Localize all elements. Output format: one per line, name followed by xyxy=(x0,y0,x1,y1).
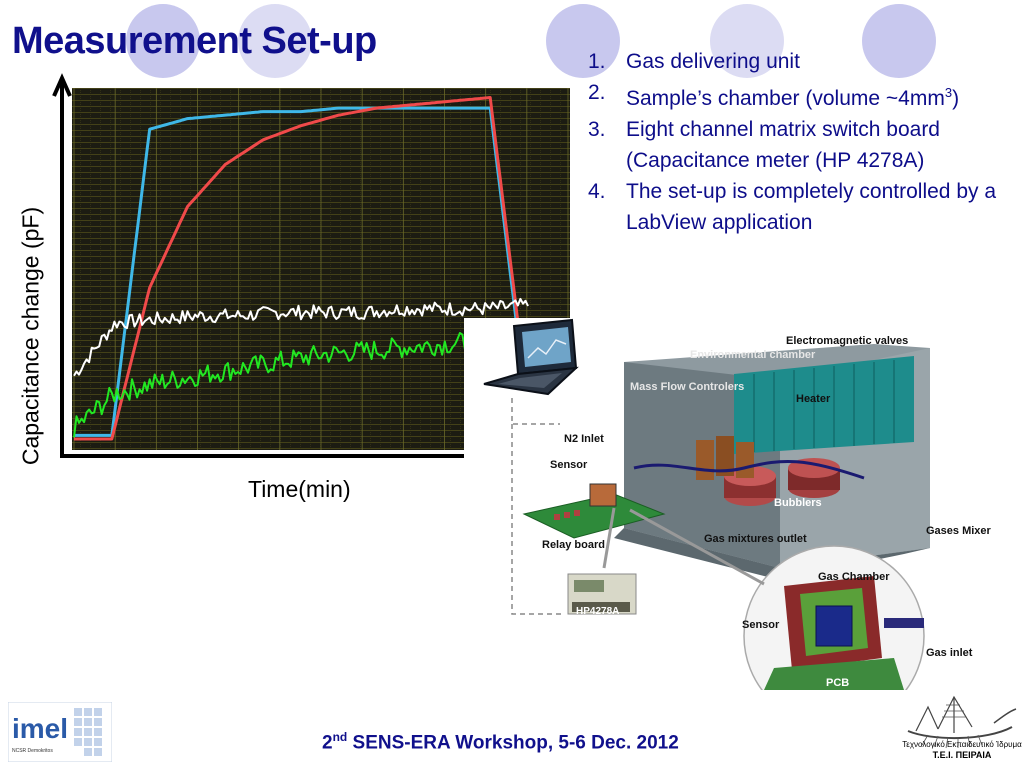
teipir-caption: Τεχνολογικό Εκπαιδευτικό Ίδρυμα Τ.Ε.Ι. Π… xyxy=(900,740,1024,760)
label-pcb: PCB xyxy=(826,677,849,689)
list-item: 2.Sample’s chamber (volume ~4mm3) xyxy=(588,81,960,110)
gas-chamber-detail xyxy=(743,545,925,690)
decor-circle xyxy=(862,4,936,78)
imel-logo: imel NCSR Demokritos xyxy=(8,702,112,762)
label-gas-outlet: Gas mixtures outlet xyxy=(704,533,807,545)
setup-diagram: Environmental chamber Electromagnetic va… xyxy=(464,318,1024,690)
teipir-caption-line2: Τ.Ε.Ι. ΠΕΙΡΑΙΑ xyxy=(932,750,992,760)
slide-title: Measurement Set-up xyxy=(12,20,377,62)
series-line xyxy=(73,328,529,438)
label-heater: Heater xyxy=(796,393,831,405)
teipir-logo xyxy=(907,695,1017,749)
label-gas-inlet: Gas inlet xyxy=(926,647,973,659)
label-bubblers: Bubblers xyxy=(774,497,822,509)
list-item: 1.Gas delivering unit xyxy=(588,50,800,73)
laptop-icon xyxy=(483,318,579,396)
label-em-valves: Electromagnetic valves xyxy=(786,335,908,347)
environmental-chamber xyxy=(614,344,930,580)
label-mass-flow: Mass Flow Controlers xyxy=(630,381,744,393)
decor-circle xyxy=(546,4,620,78)
y-axis-arrow xyxy=(52,73,72,97)
list-item: 4.The set-up is completely controlled by… xyxy=(588,180,997,234)
label-relay-board: Relay board xyxy=(542,539,605,551)
label-env-chamber: Environmental chamber xyxy=(690,349,816,361)
label-n2-inlet: N2 Inlet xyxy=(564,433,604,445)
series-line xyxy=(74,96,530,441)
footer-event: SENS-ERA Workshop, 5-6 Dec. 2012 xyxy=(347,732,679,754)
decor-circle xyxy=(126,4,200,78)
footer-ordinal-sup: nd xyxy=(332,730,348,744)
series-layer xyxy=(73,96,530,441)
decor-circle xyxy=(710,4,784,78)
series-line xyxy=(74,106,530,437)
label-gas-chamber: Gas Chamber xyxy=(818,571,890,583)
footer-text: 2nd SENS-ERA Workshop, 5-6 Dec. 2012 xyxy=(322,730,679,754)
teipir-caption-line1: Τεχνολογικό Εκπαιδευτικό Ίδρυμα xyxy=(902,740,1022,749)
hp-meter xyxy=(567,573,637,615)
relay-board xyxy=(522,483,666,539)
label-gases-mixer: Gases Mixer xyxy=(926,525,992,537)
decor-circle xyxy=(238,4,312,78)
imel-logo-text: imel xyxy=(12,713,68,744)
series-line xyxy=(73,297,529,377)
label-sensor: Sensor xyxy=(550,459,588,471)
setup-list: 1.Gas delivering unit 2.Sample’s chamber… xyxy=(588,46,1018,238)
label-sensor-2: Sensor xyxy=(742,619,780,631)
footer-ordinal: 2 xyxy=(322,732,333,754)
x-axis-label: Time(min) xyxy=(248,476,351,502)
label-hp: HP4278A xyxy=(576,606,619,617)
list-item: 3.Eight channel matrix switch board (Cap… xyxy=(588,118,940,172)
imel-logo-sub: NCSR Demokritos xyxy=(12,748,53,754)
